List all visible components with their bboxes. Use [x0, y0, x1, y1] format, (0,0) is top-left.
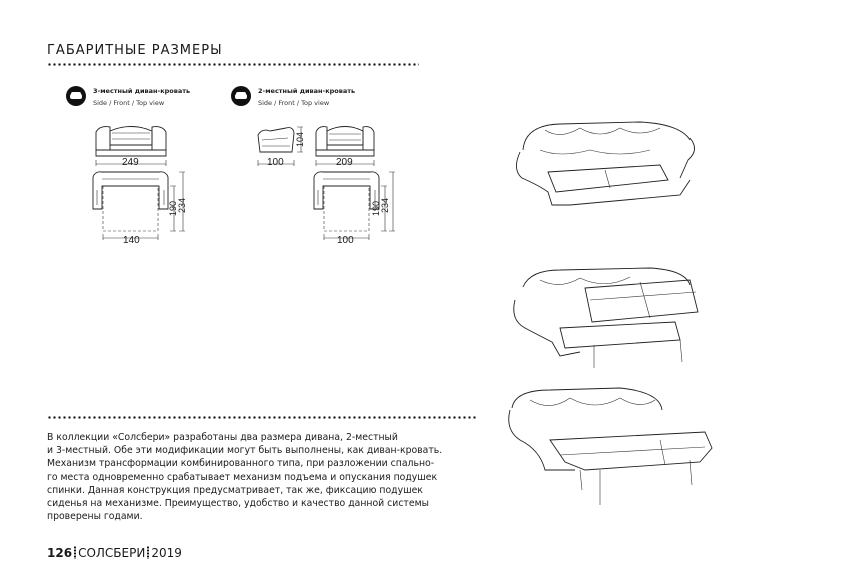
dim-top-width-2-seat: 100: [337, 235, 354, 246]
dim-side-width-2-seat: 100: [267, 157, 284, 168]
description-line: и 3-местный. Обе эти модификации могут б…: [47, 445, 443, 457]
dim-front-width-2-seat: 209: [336, 157, 353, 168]
divider-bottom: [47, 416, 477, 419]
page-number: 126: [47, 546, 73, 560]
top-view-2-seat: [313, 171, 380, 232]
footer: 126 СОЛСБЕРИ 2019: [47, 546, 182, 560]
dim-depth-outer-3-seat: 234: [177, 197, 187, 213]
description-line: Механизм трансформации комбинированного …: [47, 458, 435, 470]
product-views-2-seat: Side / Front / Top view: [258, 99, 330, 107]
side-view-2-seat: [257, 127, 295, 153]
front-view-3-seat: [95, 126, 167, 157]
description-line: спинки. Данная конструкция предусматрива…: [47, 484, 423, 496]
description: В коллекции «Солсбери» разработаны два р…: [47, 431, 487, 523]
description-line: проверены годами.: [47, 511, 143, 523]
footer-separator: [74, 546, 77, 559]
sofa-icon: [66, 86, 86, 106]
description-line: В коллекции «Солсбери» разработаны два р…: [47, 432, 398, 443]
footer-year: 2019: [151, 546, 182, 560]
dim-front-width-3-seat: 249: [122, 157, 139, 168]
sofa-bed-open-illustration: [508, 387, 713, 505]
dim-top-width-3-seat: 140: [123, 235, 140, 246]
description-line: го места одновременно срабатывает механи…: [47, 471, 438, 483]
page-title: ГАБАРИТНЫЕ РАЗМЕРЫ: [47, 43, 223, 58]
sofa-icon: [231, 86, 251, 106]
product-title-2-seat: 2-местный диван-кровать: [258, 87, 356, 95]
footer-collection: СОЛСБЕРИ: [78, 546, 146, 560]
dim-depth-outer-2-seat: 234: [380, 197, 390, 213]
dim-side-height-2-seat: 104: [295, 131, 305, 147]
description-line: сиденья на механизме. Преимущество, удоб…: [47, 498, 429, 510]
front-view-2-seat: [315, 126, 375, 157]
product-views-3-seat: Side / Front / Top view: [93, 99, 165, 107]
sofa-unfolding-illustration: [513, 267, 699, 368]
product-title-3-seat: 3-местный диван-кровать: [93, 87, 191, 95]
footer-separator: [147, 546, 150, 559]
divider-top: [47, 63, 419, 66]
sofa-closed-illustration: [516, 121, 695, 206]
top-view-3-seat: [92, 171, 169, 232]
